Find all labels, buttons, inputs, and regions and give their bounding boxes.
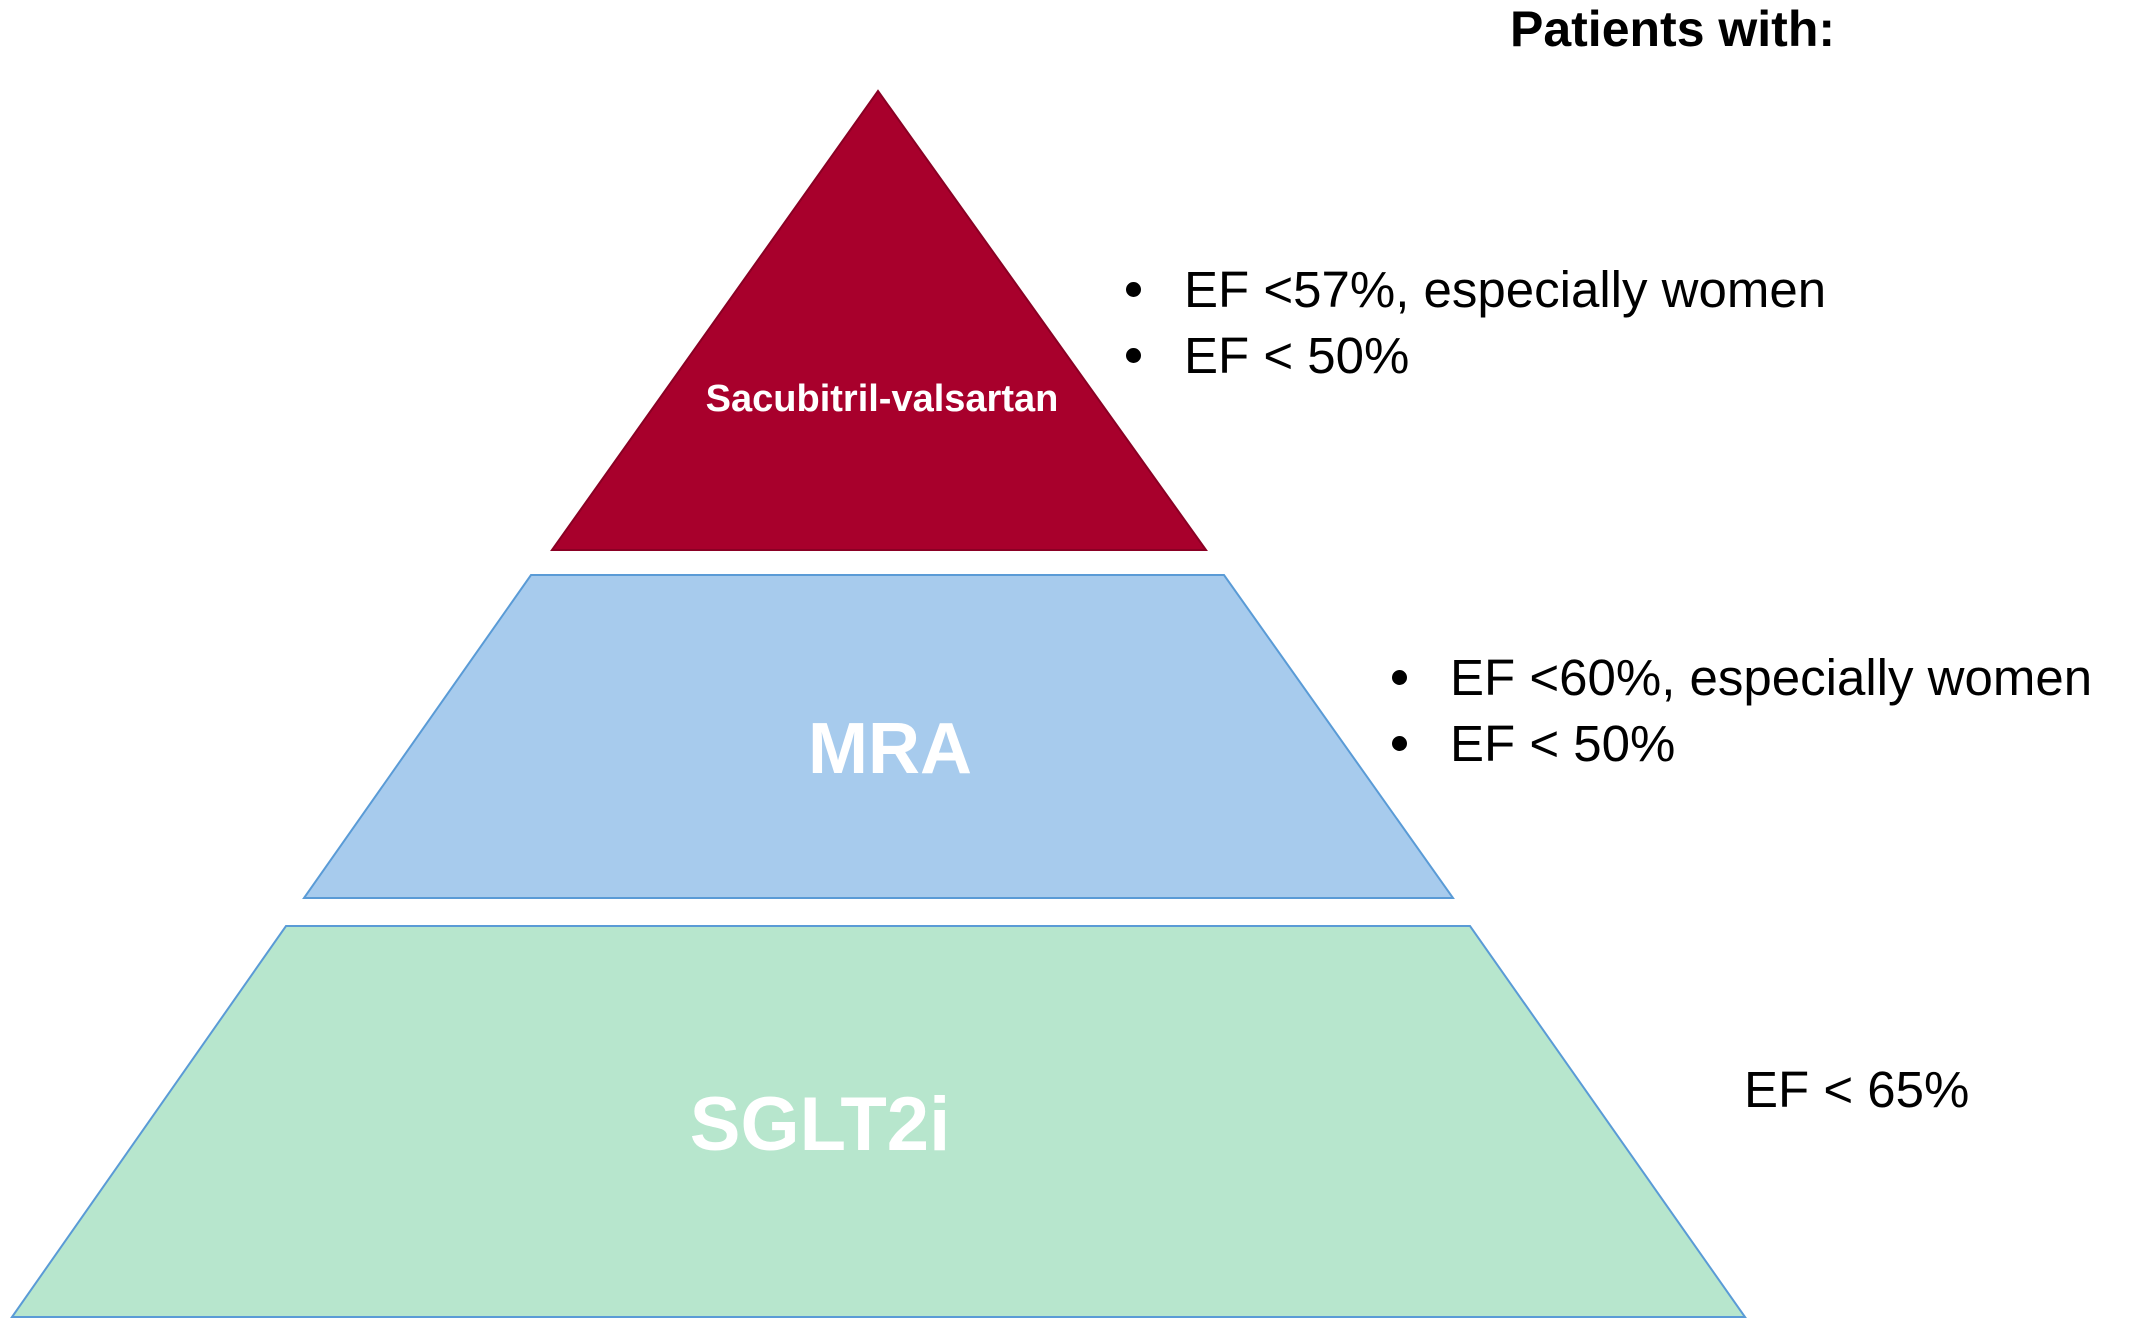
criteria-list-sacubitril-valsartan: EF <57%, especially women EF < 50% — [1126, 257, 1826, 389]
tier-bottom-label: SGLT2i — [690, 1082, 950, 1167]
criteria-text: EF <57%, especially women — [1184, 261, 1827, 318]
criteria-item: EF <60%, especially women — [1392, 645, 2092, 711]
criteria-item: EF <57%, especially women — [1126, 257, 1826, 323]
tier-top-sacubitril-valsartan — [550, 89, 1208, 551]
criteria-heading: Patients with: — [1510, 1, 1836, 57]
bullet-icon — [1392, 736, 1407, 751]
tier-middle-label: MRA — [808, 709, 972, 789]
criteria-item: EF < 50% — [1392, 711, 2092, 777]
criteria-text: EF <60%, especially women — [1450, 649, 2093, 706]
criteria-sglt2i: EF < 65% — [1744, 1061, 1970, 1118]
bullet-icon — [1126, 282, 1141, 297]
criteria-item: EF < 50% — [1126, 323, 1826, 389]
tier-top-label: Sacubitril-valsartan — [706, 378, 1059, 420]
criteria-text: EF < 50% — [1450, 715, 1676, 772]
tier-middle-mra — [302, 574, 1455, 899]
criteria-list-mra: EF <60%, especially women EF < 50% — [1392, 645, 2092, 777]
criteria-text: EF < 50% — [1184, 327, 1410, 384]
tier-bottom-sglt2i — [10, 925, 1747, 1318]
bullet-icon — [1126, 348, 1141, 363]
bullet-icon — [1392, 670, 1407, 685]
